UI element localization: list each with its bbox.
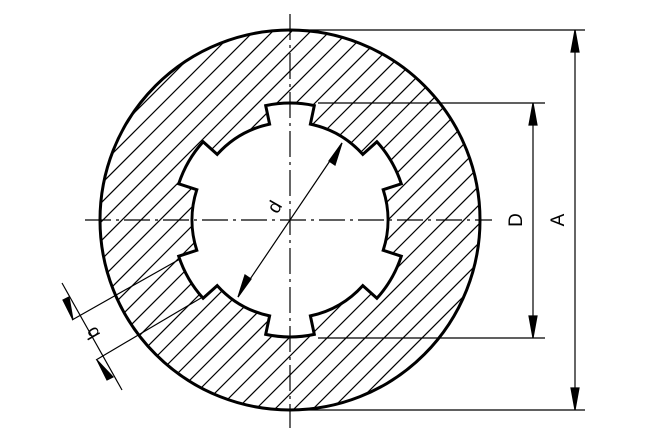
dimension-D (318, 102, 545, 339)
hatch-line (100, 30, 134, 410)
hatch-line (197, 30, 480, 410)
hatch-line (100, 30, 400, 410)
hatch-line (635, 0, 664, 448)
hatch-line (0, 0, 57, 448)
hatch-line (100, 30, 115, 410)
hatch-line (521, 0, 664, 448)
spline-bore-contour (176, 101, 404, 339)
hatch-line (100, 30, 480, 410)
hatch-line (578, 0, 664, 448)
label-A: A (548, 213, 569, 226)
hatch-line (100, 30, 267, 410)
hatch-line (406, 30, 480, 410)
label-D: D (506, 213, 527, 227)
hatch-line (100, 30, 191, 410)
hatch-line (100, 30, 305, 410)
hatch-line (100, 30, 172, 410)
hatch-line (273, 30, 480, 410)
hatch-line (100, 30, 343, 410)
hatch-line (330, 30, 480, 410)
hatch-line (100, 30, 480, 410)
hatch-line (654, 0, 664, 448)
hatch-line (616, 0, 664, 448)
hatch-line (597, 0, 664, 448)
hatch-line (100, 30, 229, 410)
hatch-line (216, 30, 480, 410)
hatch-line (178, 30, 480, 410)
dimension-d (237, 142, 343, 298)
hatch-line (425, 30, 480, 410)
hatch-line (100, 30, 362, 410)
hatch-line (0, 0, 95, 448)
hatch-line (100, 30, 480, 410)
hatch-line (292, 30, 480, 410)
hatch-line (100, 30, 286, 410)
hatch-line (0, 0, 76, 448)
hatch-line (311, 30, 480, 410)
label-b: b (81, 323, 104, 343)
label-d: d (263, 197, 286, 217)
hatch-line (0, 0, 38, 448)
hatch-line (100, 30, 476, 410)
hatch-line (100, 30, 248, 410)
dimension-A (290, 29, 585, 411)
hatch-line (100, 30, 381, 410)
hatch-line (102, 30, 480, 410)
hatch-line (159, 30, 480, 410)
hatch-line (100, 30, 153, 410)
hatch-line (100, 30, 324, 410)
hatch-line (0, 0, 19, 448)
hatch-line (235, 30, 480, 410)
dimension-b (61, 258, 202, 391)
